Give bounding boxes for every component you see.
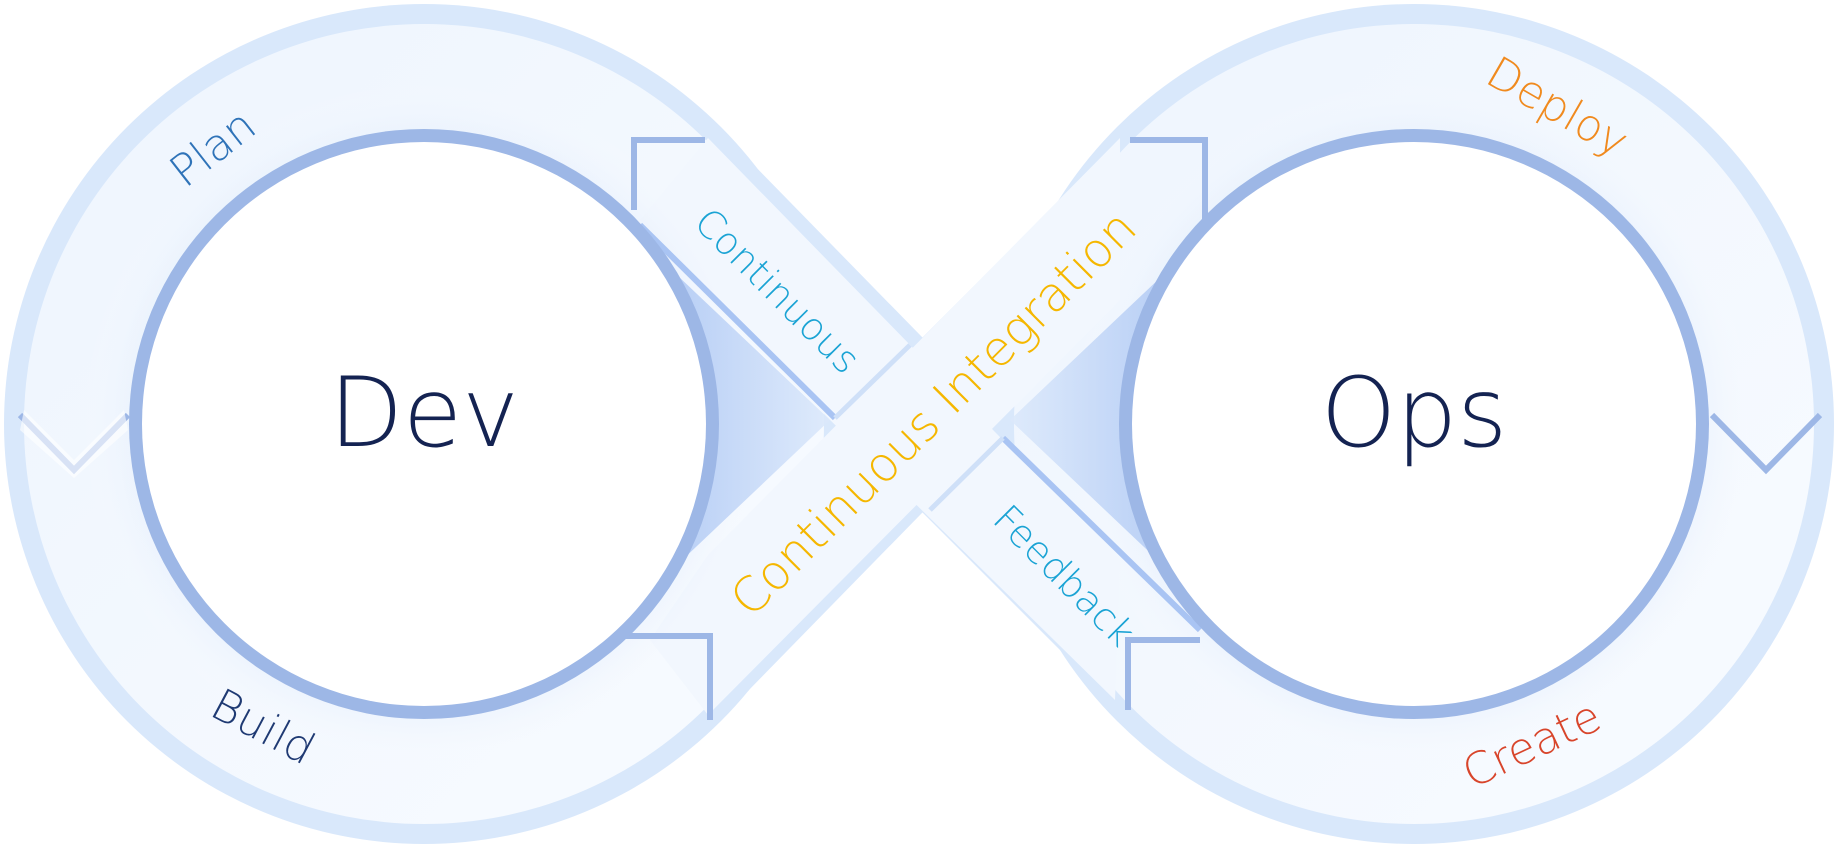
left-arrow-tip-fill bbox=[20, 410, 128, 478]
dev-label: Dev bbox=[329, 357, 519, 469]
right-arrow-tip bbox=[1709, 412, 1823, 475]
ops-disc bbox=[1132, 142, 1696, 706]
integration-arrow-stub-top bbox=[1130, 137, 1208, 225]
feedback-band-edge bbox=[1000, 435, 1203, 633]
ops-label: Ops bbox=[1321, 357, 1508, 469]
feedback-tail-edge bbox=[928, 436, 1005, 512]
integration-arrow-stub-bottom bbox=[620, 633, 713, 720]
band-up-right-inner bbox=[650, 138, 1120, 715]
continuous-tail-edge bbox=[833, 343, 912, 420]
continuous-band-edge bbox=[637, 222, 838, 421]
feedback-arrow-stub bbox=[1125, 637, 1200, 710]
dev-disc bbox=[142, 142, 706, 706]
continuous-arrow-stub bbox=[631, 137, 705, 210]
